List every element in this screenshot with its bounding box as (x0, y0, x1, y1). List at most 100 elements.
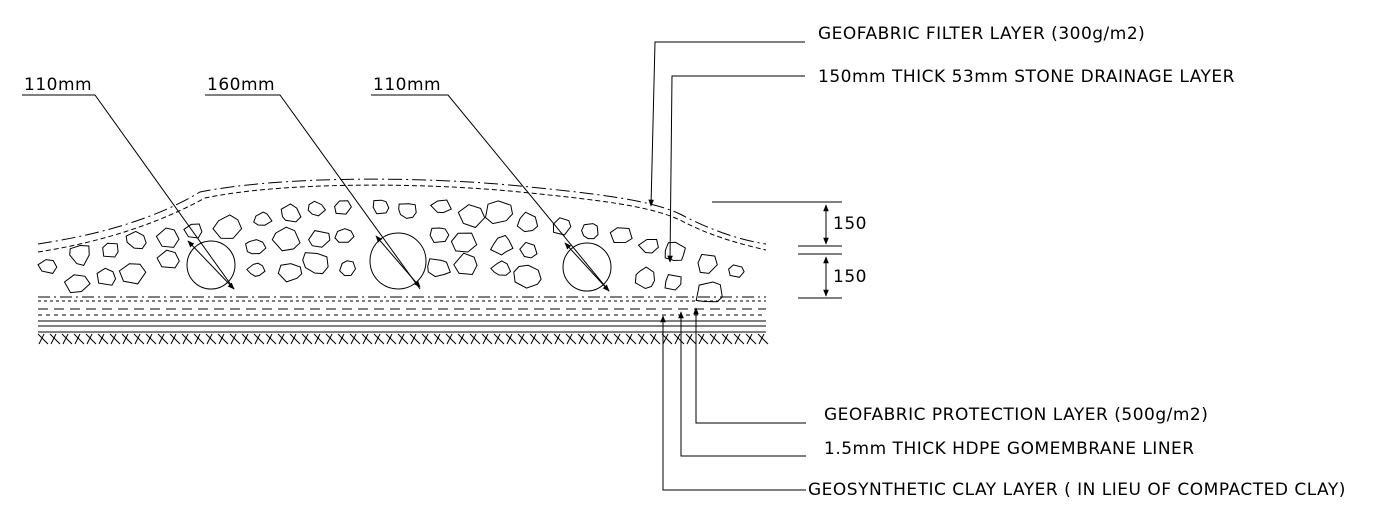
hatch-mark (325, 333, 337, 345)
stone (453, 252, 478, 276)
hatch-mark (541, 333, 553, 345)
stone (429, 199, 452, 214)
bottom-callout-leaders (660, 307, 806, 491)
stone (450, 232, 478, 253)
stone (664, 274, 682, 291)
hatch-mark (589, 333, 601, 345)
hatch-mark (301, 333, 313, 345)
hatch-mark (709, 333, 721, 345)
stone (427, 258, 451, 278)
stone (664, 241, 686, 262)
hatch-mark (433, 333, 445, 345)
hatch-mark (685, 333, 697, 345)
stone (125, 230, 147, 250)
stone-drainage-layer (37, 199, 745, 303)
stone (308, 230, 331, 248)
hatch-mark (601, 333, 613, 345)
hatch-mark (445, 333, 457, 345)
stone (695, 281, 723, 303)
hatch-mark (289, 333, 301, 345)
stone (96, 267, 117, 286)
hatch-mark (49, 333, 61, 345)
pipe-center (369, 232, 427, 290)
hatch-mark (121, 333, 133, 345)
stone (246, 262, 266, 277)
dimension-upper: 150 (833, 214, 867, 234)
hatch-mark (85, 333, 97, 345)
hatch-mark (217, 333, 229, 345)
callout-geosynthetic-clay: GEOSYNTHETIC CLAY LAYER ( IN LIEU OF COM… (808, 480, 1346, 500)
stone (271, 226, 301, 252)
stone (183, 223, 203, 239)
hatch-mark (529, 333, 541, 345)
hatch-mark (169, 333, 181, 345)
hatch-mark (73, 333, 85, 345)
hatch-mark (469, 333, 481, 345)
stone (339, 260, 357, 277)
hatch-mark (193, 333, 205, 345)
ground-hatch (37, 333, 769, 345)
hatch-mark (697, 333, 709, 345)
top-callout-leaders (648, 41, 805, 263)
stone (302, 252, 329, 275)
callout-stone-drainage: 150mm THICK 53mm STONE DRAINAGE LAYER (818, 67, 1235, 87)
hatch-mark (493, 333, 505, 345)
hatch-mark (505, 333, 517, 345)
hatch-mark (361, 333, 373, 345)
hatch-mark (145, 333, 157, 345)
hatch-mark (277, 333, 289, 345)
hatch-mark (133, 333, 145, 345)
hatch-mark (205, 333, 217, 345)
hatch-mark (673, 333, 685, 345)
hatch-mark (553, 333, 565, 345)
hatch-mark (241, 333, 253, 345)
stone (429, 227, 450, 244)
stone (697, 253, 718, 274)
stone (581, 223, 599, 240)
hatch-mark (661, 333, 673, 345)
stone (253, 211, 273, 226)
pipe-label-right: 110mm (373, 75, 441, 95)
hatch-mark (385, 333, 397, 345)
hatch-mark (61, 333, 73, 345)
stone-layer-top-line (37, 184, 767, 253)
hatch-mark (481, 333, 493, 345)
stone (277, 263, 303, 283)
hatch-mark (229, 333, 241, 345)
pipe-label-center: 160mm (207, 75, 275, 95)
hatch-mark (349, 333, 361, 345)
hatch-mark (253, 333, 265, 345)
stone (280, 203, 302, 223)
stone (334, 200, 352, 215)
stone (519, 241, 538, 259)
hatch-mark (637, 333, 649, 345)
stone (334, 228, 355, 243)
dimension-lower: 150 (833, 267, 867, 287)
hatch-mark (577, 333, 589, 345)
stone (490, 260, 512, 276)
stone (37, 259, 58, 274)
hatch-mark (97, 333, 109, 345)
hatch-mark (565, 333, 577, 345)
stone (634, 266, 656, 290)
stone (212, 214, 243, 239)
hatch-mark (337, 333, 349, 345)
hatch-mark (181, 333, 193, 345)
hatch-mark (397, 333, 409, 345)
hatch-mark (313, 333, 325, 345)
geofabric-filter-line (37, 178, 767, 245)
stone (609, 227, 633, 244)
stone (155, 227, 180, 248)
hatch-mark (517, 333, 529, 345)
hatch-mark (373, 333, 385, 345)
stone (489, 234, 514, 256)
stone (63, 274, 91, 294)
hatch-mark (37, 333, 49, 345)
callout-hdpe-liner: 1.5mm THICK HDPE GOMEMBRANE LINER (824, 439, 1195, 459)
hatch-mark (409, 333, 421, 345)
liner-layers (38, 296, 766, 333)
hatch-mark (457, 333, 469, 345)
stone (516, 211, 539, 233)
stone (69, 244, 90, 266)
